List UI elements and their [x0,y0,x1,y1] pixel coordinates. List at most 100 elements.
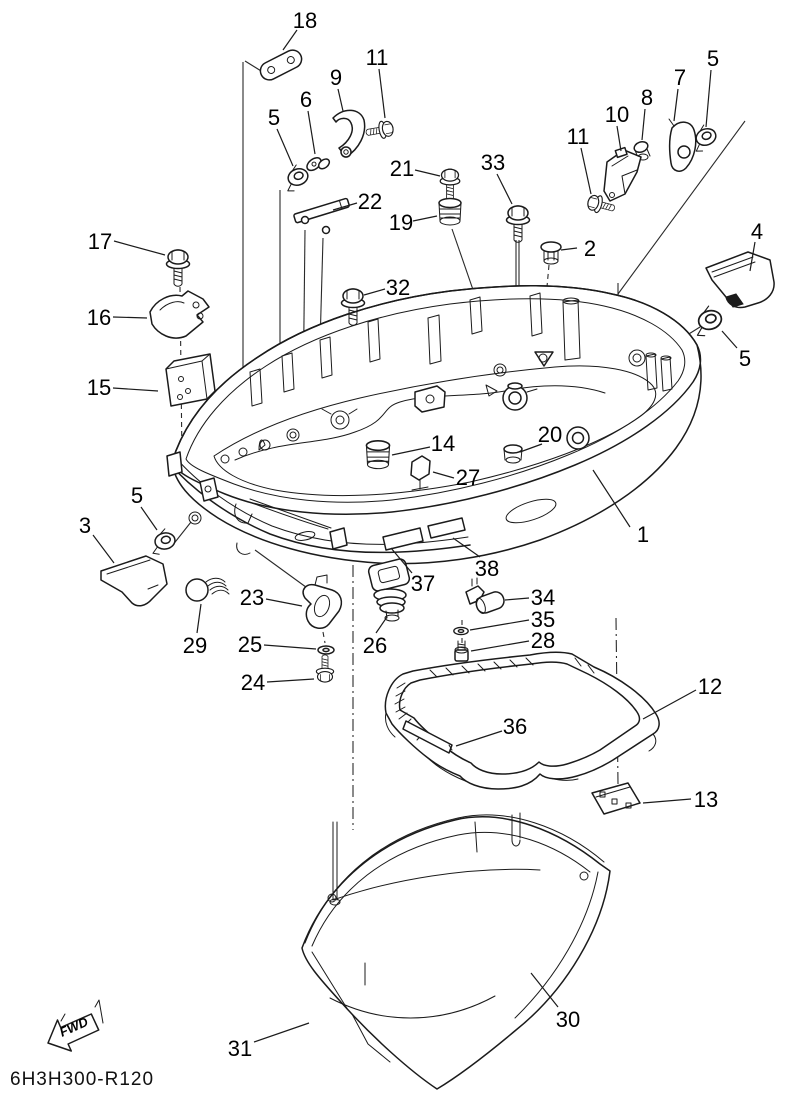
callout-11: 11 [366,45,389,70]
drawing-code: 6H3H300-R120 [10,1069,154,1090]
callout-leader-4 [749,241,756,272]
clip-6 [306,157,331,172]
callout-8: 8 [641,85,653,110]
plate-18 [259,49,303,81]
callout-35: 35 [531,607,555,632]
callout-leader-20 [519,443,543,453]
callout-leader-21 [414,169,441,177]
callout-25: 25 [238,632,262,657]
callout-leader-36 [455,730,503,747]
callout-24: 24 [241,670,265,695]
callout-leader-10 [616,125,622,152]
plug-29 [185,577,230,602]
callout-15: 15 [87,375,111,400]
roller-clamp-34 [465,577,505,615]
callout-leader-34 [504,597,530,601]
callout-28: 28 [531,628,555,653]
clamp-5-left [148,526,178,556]
callout-leader-2 [560,247,578,251]
bolt-17 [165,249,191,287]
damper-block-15 [165,353,216,407]
callout-leader-3 [92,534,115,564]
fwd-arrow: FWD [47,999,104,1052]
callout-leader-5 [721,330,738,349]
screw-24 [315,654,335,683]
callout-3: 3 [79,513,91,538]
callout-leader-9 [337,88,344,112]
callout-leader-19 [412,215,438,222]
callout-leader-12 [642,689,697,720]
callout-9: 9 [330,65,342,90]
callout-1: 1 [637,522,649,547]
bolt-21 [439,168,461,201]
callout-leader-18 [282,29,298,51]
handle-4 [705,251,775,309]
plate-13 [591,782,641,815]
grommet-19 [438,197,462,226]
callout-31: 31 [228,1036,252,1061]
callout-23: 23 [240,585,264,610]
callout-leader-30 [530,972,559,1008]
callout-4: 4 [751,219,763,244]
cable-bracket-27 [410,455,431,491]
washer-25 [317,645,335,655]
callout-33: 33 [481,150,505,175]
callout-10: 10 [605,102,629,127]
callout-leader-11 [378,68,386,119]
callout-5: 5 [131,483,143,508]
bracket-16 [149,290,210,339]
callout-leader-11 [580,147,592,195]
callout-leader-32 [363,288,386,296]
handle-3 [100,555,168,607]
callout-leader-38 [452,537,481,558]
callout-21: 21 [390,156,414,181]
bolt-33 [505,205,531,243]
callout-14: 14 [431,431,455,456]
callout-leader-15 [112,387,159,392]
callout-30: 30 [556,1007,580,1032]
callout-leader-14 [391,446,431,456]
callout-20: 20 [538,422,562,447]
callout-7: 7 [674,65,686,90]
callout-leader-26 [375,616,388,634]
bolt-11-left [364,118,396,142]
callout-16: 16 [87,305,111,330]
callout-leader-29 [196,603,202,634]
callout-11: 11 [567,124,590,149]
callout-leader-28 [470,640,530,652]
bracket-10 [603,146,642,202]
callout-32: 32 [386,275,410,300]
callout-5: 5 [739,346,751,371]
callout-36: 36 [503,714,527,739]
callout-leader-25 [263,644,317,650]
callout-6: 6 [300,87,312,112]
callout-38: 38 [475,556,499,581]
callout-leader-33 [496,173,513,205]
callout-37: 37 [411,571,435,596]
callout-leader-23 [265,598,303,607]
callout-26: 26 [363,633,387,658]
callout-18: 18 [293,8,317,33]
washer-35 [453,626,469,636]
callout-19: 19 [389,210,413,235]
callout-leader-22 [332,202,358,211]
callout-2: 2 [584,236,596,261]
callout-27: 27 [456,465,480,490]
callout-leader-5 [705,69,712,128]
seal-bar-36 [402,720,453,754]
hook-plate-7 [668,118,697,172]
label-plate-37 [382,527,424,551]
callout-5: 5 [268,105,280,130]
bottom-cowling-drawing [166,284,702,565]
callout-5: 5 [707,46,719,71]
callout-leader-8 [641,108,646,141]
grommet-26 [367,558,411,622]
callout-leader-37 [390,547,413,574]
screw-28 [454,640,469,662]
callout-leader-24 [266,678,315,683]
callout-leader-5 [140,506,158,531]
apron-drawing [301,812,611,1090]
callout-leader-35 [469,619,530,631]
callout-leader-27 [432,471,455,479]
callout-leader-31 [253,1022,310,1043]
